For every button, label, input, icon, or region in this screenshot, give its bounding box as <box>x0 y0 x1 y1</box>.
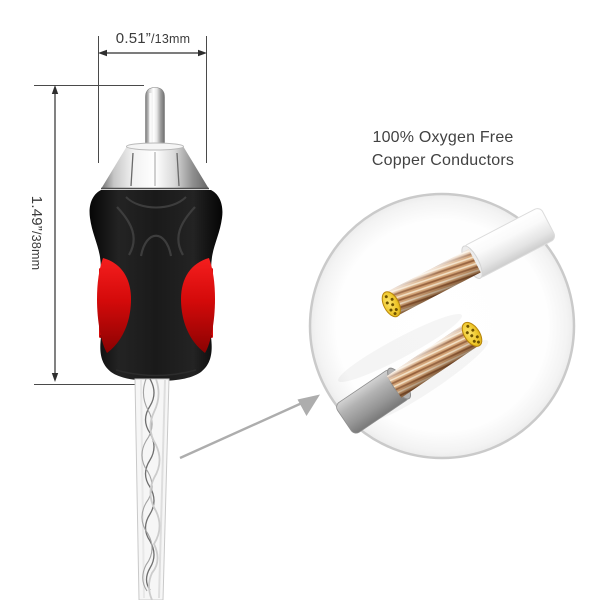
cable-strand <box>141 378 153 592</box>
body-ornaments <box>115 196 197 377</box>
callout-line2: Copper Conductors <box>371 152 515 169</box>
cable-strand <box>148 378 161 600</box>
connector-pin <box>145 87 165 151</box>
connector-barrel <box>101 142 209 190</box>
strand-tip-dots <box>384 295 398 316</box>
width-dimension-arrow <box>98 49 207 57</box>
wire-white <box>381 208 556 318</box>
connector-body <box>89 190 223 381</box>
width-mm: /13mm <box>151 32 191 46</box>
width-inches: 0.51” <box>115 30 151 47</box>
pointer-arrowhead <box>297 394 320 416</box>
rca-connector <box>89 87 223 381</box>
signal-cable <box>134 378 170 600</box>
pointer-arrow <box>179 394 320 460</box>
height-mm: /38mm <box>29 231 43 271</box>
height-dimension-arrow <box>51 85 59 382</box>
dimension-annotations <box>34 36 207 385</box>
strand-tip-dots <box>465 324 480 344</box>
magnifier-circle <box>308 192 576 460</box>
wire-gray <box>336 321 483 434</box>
height-inches: 1.49” <box>28 195 45 231</box>
callout-line1: 100% Oxygen Free <box>372 129 514 146</box>
callout-text: 100% Oxygen Free Copper Conductors <box>337 126 549 172</box>
width-dimension-label: 0.51”/13mm <box>98 30 208 48</box>
cable-strand <box>144 378 155 591</box>
height-dimension-label: 1.49”/38mm <box>27 196 45 270</box>
